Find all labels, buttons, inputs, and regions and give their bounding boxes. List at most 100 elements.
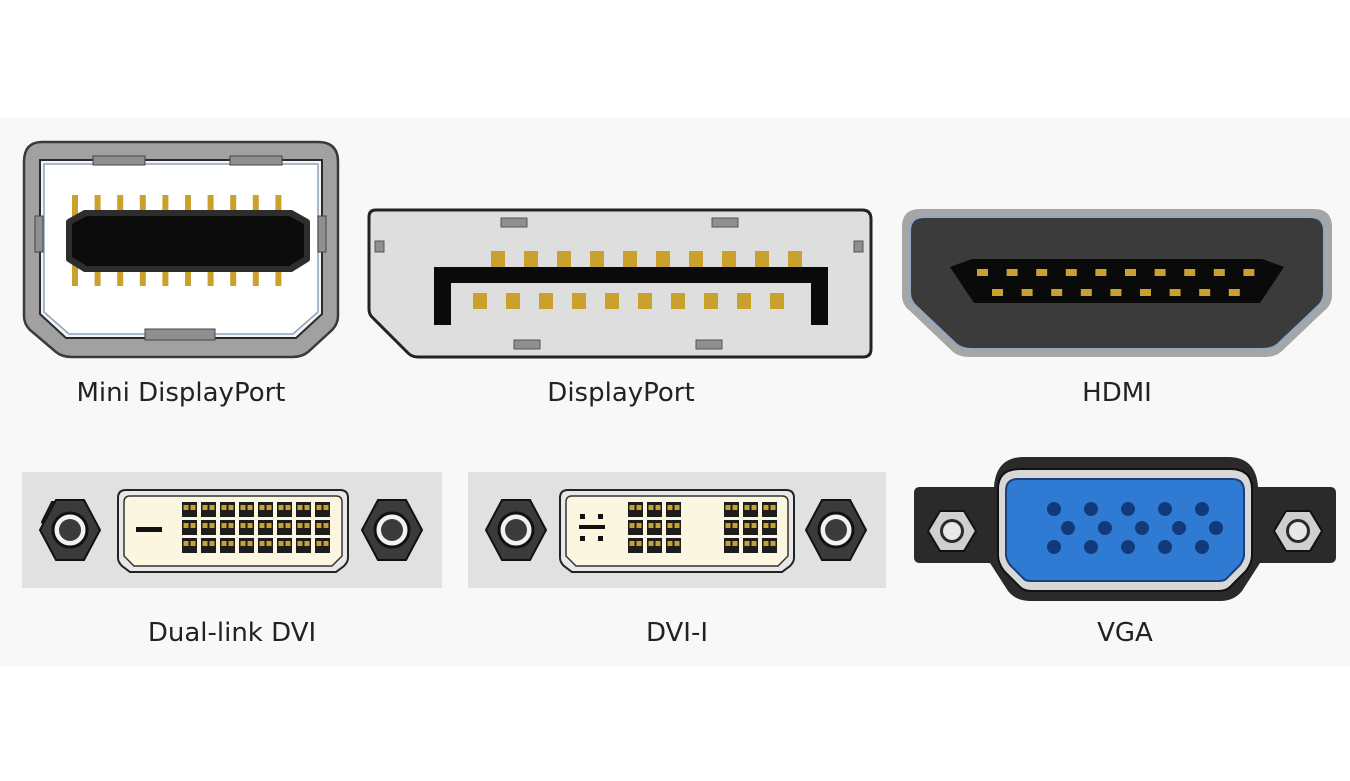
mdp-pin bbox=[94, 264, 101, 286]
vga-pin bbox=[1084, 540, 1098, 554]
dvi-pin-contact bbox=[751, 541, 757, 546]
hdmi-pin bbox=[1051, 289, 1063, 296]
dp-pin bbox=[557, 251, 571, 267]
vga-pin bbox=[1121, 540, 1135, 554]
hdmi-pin bbox=[1065, 269, 1077, 276]
mdp-pin bbox=[275, 195, 282, 217]
mdp-pin bbox=[252, 264, 259, 286]
screw-left bbox=[38, 499, 102, 561]
dvi-pin-contact bbox=[183, 523, 189, 528]
dp-pin bbox=[755, 251, 769, 267]
screw-right bbox=[1272, 510, 1324, 552]
dvi-pin-contact bbox=[183, 505, 189, 510]
mdp-pin bbox=[230, 264, 237, 286]
displayport-label: DisplayPort bbox=[547, 378, 695, 408]
dvi-pin-contact bbox=[266, 541, 272, 546]
dvi-pin-contact bbox=[323, 523, 329, 528]
dvi-pin-contact bbox=[636, 541, 642, 546]
mdp-pin bbox=[230, 195, 237, 217]
dvi-i-cell bbox=[468, 472, 886, 588]
mdp-pin bbox=[162, 195, 169, 217]
dvi-pin-contact bbox=[674, 523, 680, 528]
vga-label: VGA bbox=[1097, 618, 1153, 648]
dvi-pin-contact bbox=[763, 541, 769, 546]
hdmi-pin bbox=[1154, 269, 1166, 276]
dvi-pin-contact bbox=[209, 505, 215, 510]
dvi-pin-contact bbox=[648, 541, 654, 546]
dvi-pin-contact bbox=[259, 523, 265, 528]
dvi-pin-contact bbox=[763, 505, 769, 510]
dvi-pin-contact bbox=[316, 541, 322, 546]
dvi-pin-contact bbox=[247, 523, 253, 528]
mdp-pin bbox=[117, 264, 124, 286]
dp-pin bbox=[704, 293, 718, 309]
hdmi-pin bbox=[1095, 269, 1107, 276]
dvi-pin-contact bbox=[266, 523, 272, 528]
dp-pin bbox=[722, 251, 736, 267]
hdmi-pin bbox=[1213, 269, 1225, 276]
dvi-pin-contact bbox=[732, 523, 738, 528]
dvi-pin-contact bbox=[674, 541, 680, 546]
dvi-pin-contact bbox=[278, 541, 284, 546]
vga-pin bbox=[1135, 521, 1149, 535]
vga-pin bbox=[1121, 502, 1135, 516]
dvi-pin-contact bbox=[648, 523, 654, 528]
dvi-pin-contact bbox=[285, 523, 291, 528]
dvi-pin-contact bbox=[636, 505, 642, 510]
dvi-pin-contact bbox=[636, 523, 642, 528]
dvi-pin-contact bbox=[183, 541, 189, 546]
dvi-pin-contact bbox=[655, 523, 661, 528]
dvi-pin-contact bbox=[209, 541, 215, 546]
mdp-pin bbox=[207, 264, 214, 286]
dvi-pin-contact bbox=[316, 523, 322, 528]
dvi-pin-contact bbox=[667, 541, 673, 546]
hdmi-pin bbox=[1199, 289, 1211, 296]
hdmi-pin bbox=[1006, 269, 1018, 276]
vga-connector-icon bbox=[914, 457, 1336, 601]
dvi-pin-contact bbox=[744, 505, 750, 510]
dp-pin bbox=[572, 293, 586, 309]
mdp-pin bbox=[207, 195, 214, 217]
dvi-pin-contact bbox=[278, 505, 284, 510]
dvi-pin-contact bbox=[770, 505, 776, 510]
dvi-i-label: DVI-I bbox=[645, 618, 709, 648]
dvi-pin-contact bbox=[629, 523, 635, 528]
hdmi-pin bbox=[1228, 289, 1240, 296]
dvi-pin-contact bbox=[202, 505, 208, 510]
dp-pin bbox=[788, 251, 802, 267]
mini-displayport-connector-icon bbox=[22, 140, 340, 359]
mdp-pin bbox=[185, 264, 191, 286]
vga-pin bbox=[1084, 502, 1098, 516]
dp-pin bbox=[605, 293, 619, 309]
screw-left bbox=[484, 499, 548, 561]
hdmi-cell bbox=[900, 207, 1334, 361]
dvi-pin-contact bbox=[190, 541, 196, 546]
dvi-pin-contact bbox=[732, 541, 738, 546]
dp-pin bbox=[539, 293, 553, 309]
mdp-pin bbox=[275, 264, 282, 286]
displayport-cell bbox=[366, 207, 876, 361]
dp-pin bbox=[656, 251, 670, 267]
dvi-pin-contact bbox=[304, 523, 310, 528]
dvi-pin-contact bbox=[323, 541, 329, 546]
dvi-pin-contact bbox=[725, 541, 731, 546]
hdmi-pin bbox=[1110, 289, 1122, 296]
dp-pin bbox=[491, 251, 505, 267]
mdp-pin bbox=[94, 195, 101, 217]
dvi-pin-contact bbox=[209, 523, 215, 528]
dvi-pin-contact bbox=[190, 505, 196, 510]
dvi-pin-contact bbox=[228, 505, 234, 510]
dvi-pin-contact bbox=[316, 505, 322, 510]
vga-pin bbox=[1209, 521, 1223, 535]
dvi-i-connector-icon bbox=[484, 489, 868, 573]
dvi-pin-contact bbox=[655, 541, 661, 546]
dvi-pin-contact bbox=[285, 505, 291, 510]
hdmi-pin bbox=[1140, 289, 1151, 296]
hdmi-pin bbox=[1125, 269, 1136, 276]
dvi-pin-contact bbox=[247, 505, 253, 510]
mdp-pin bbox=[72, 264, 78, 286]
hdmi-pin bbox=[1184, 269, 1196, 276]
dvi-pin-contact bbox=[751, 505, 757, 510]
dp-pin bbox=[737, 293, 751, 309]
dvi-pin-contact bbox=[751, 523, 757, 528]
